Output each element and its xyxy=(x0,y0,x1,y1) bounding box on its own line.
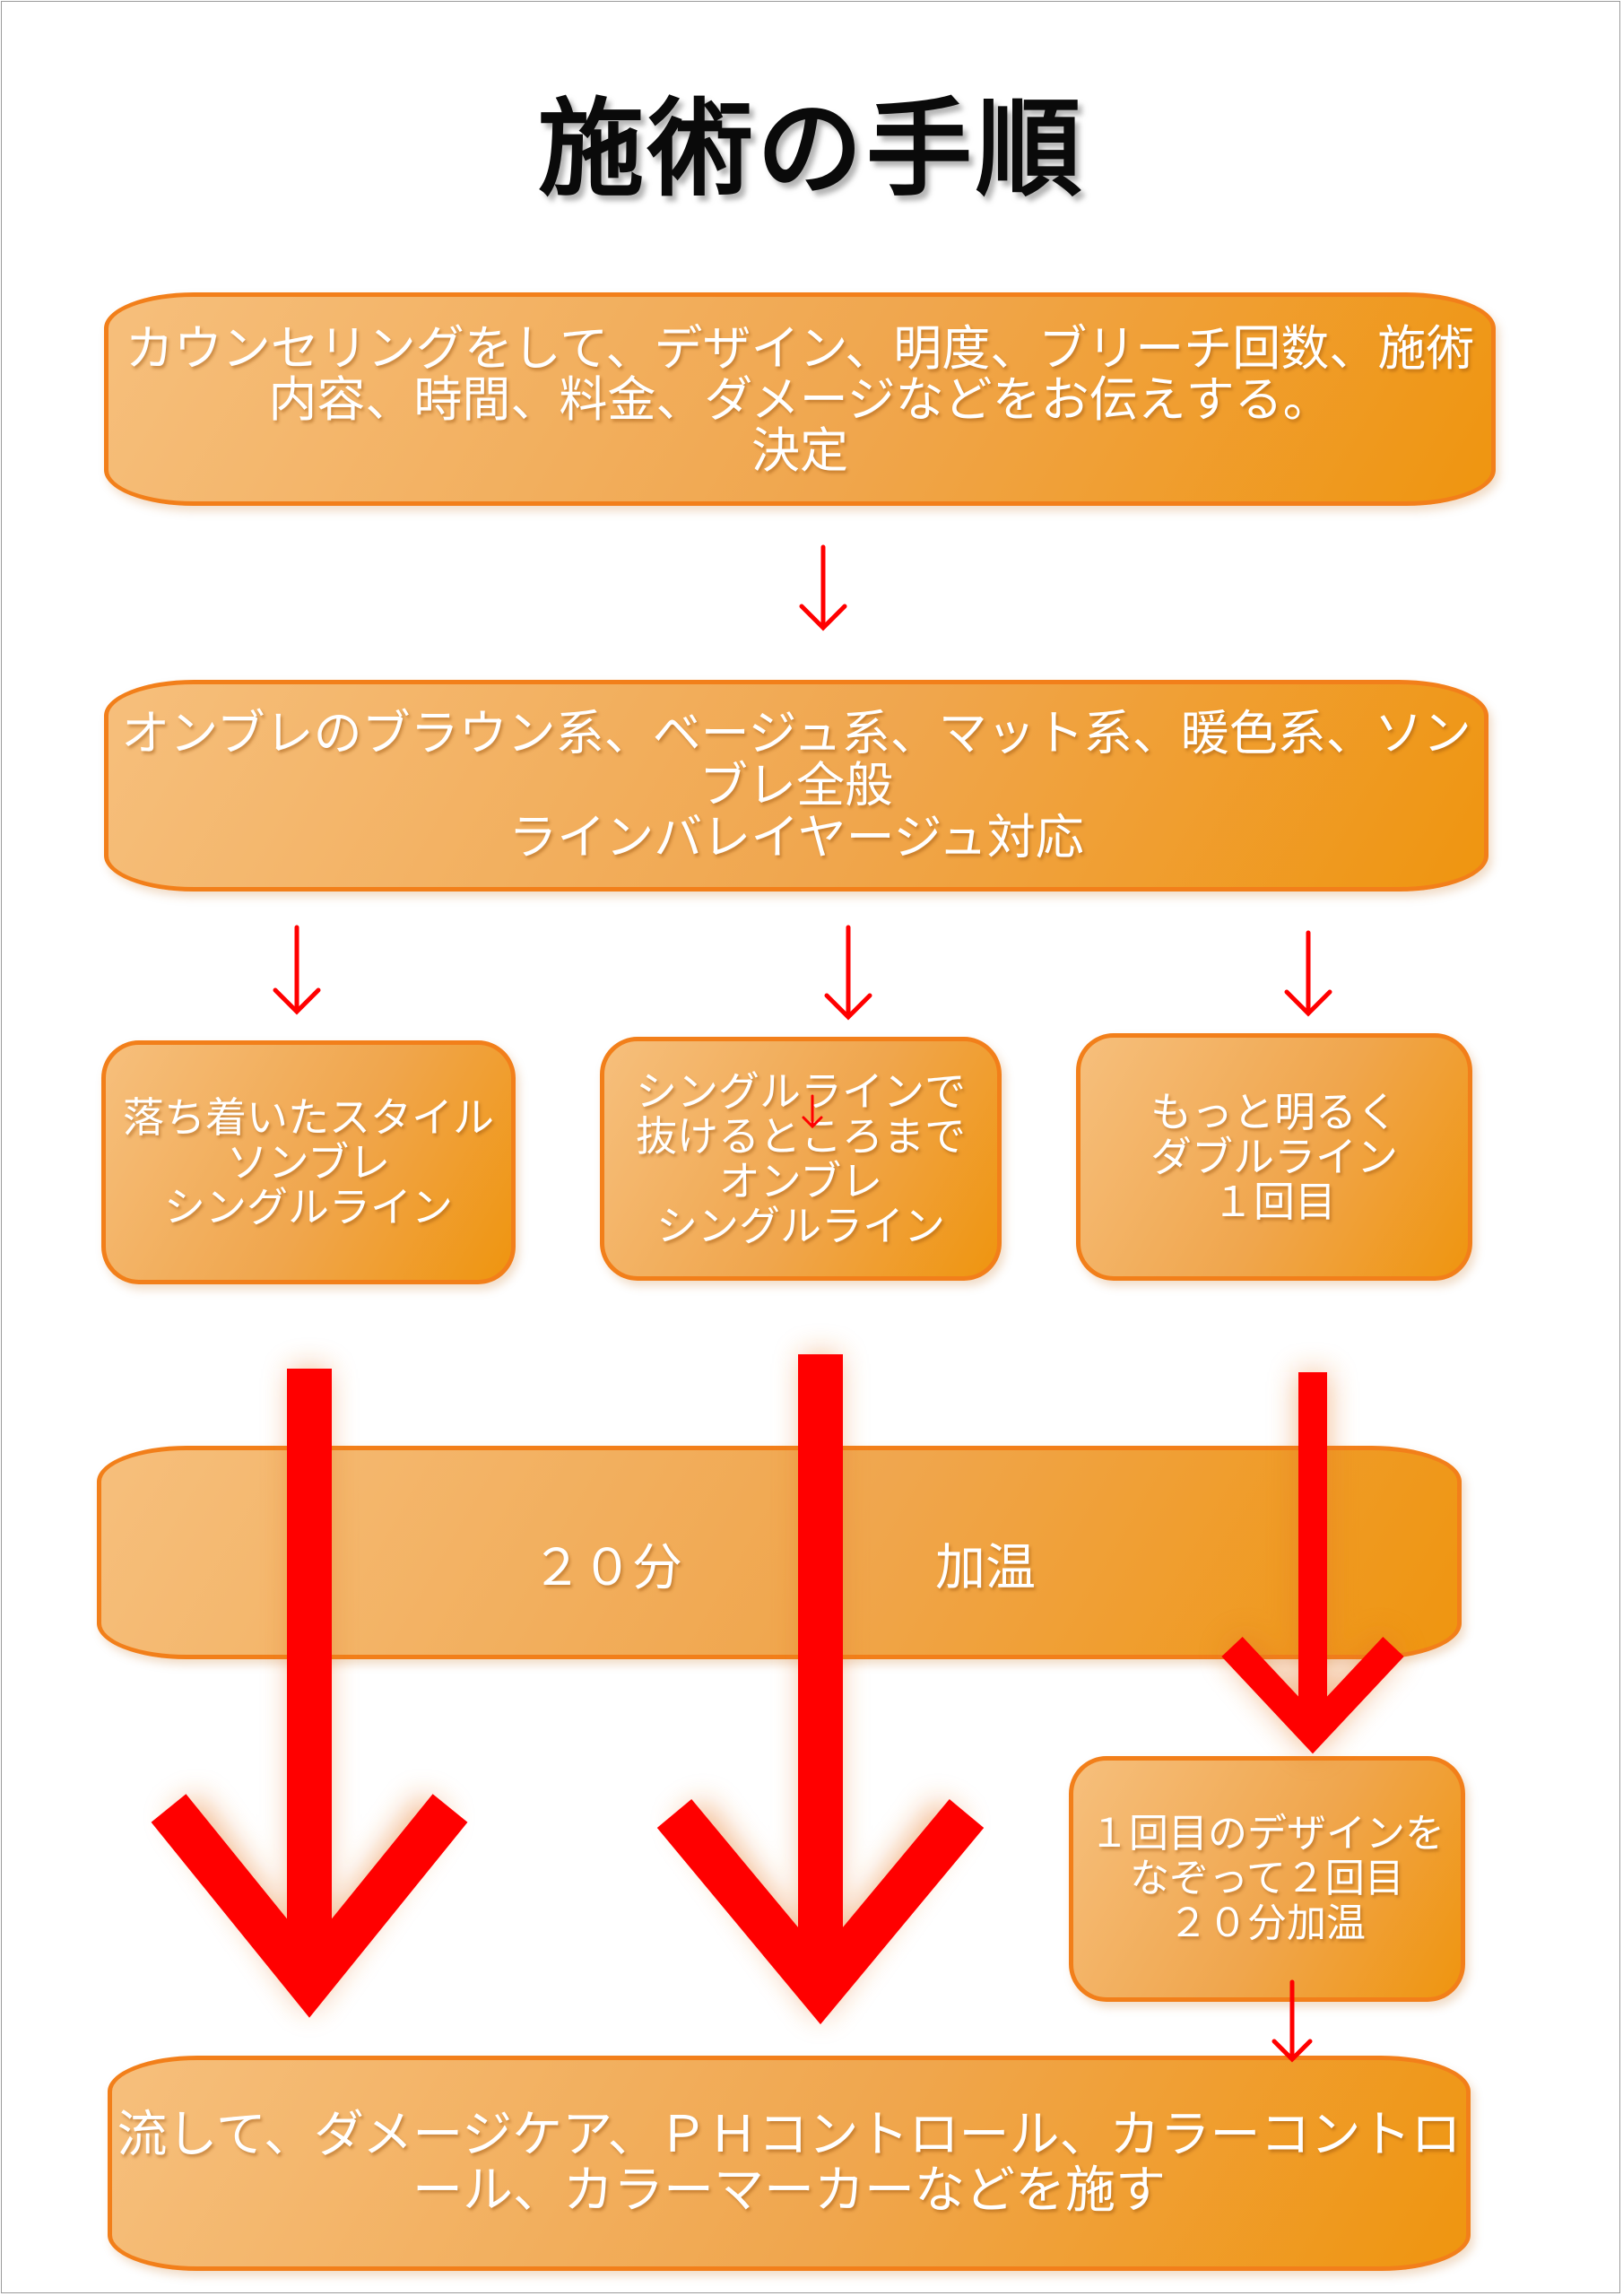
heating-time-label: ２０分 xyxy=(532,1539,682,1597)
arrow-down-icon xyxy=(824,925,872,1021)
page-title: 施術の手順 xyxy=(537,87,1085,211)
big-arrow-center-icon xyxy=(656,1354,985,2025)
step-counseling-box: カウンセリングをして、デザイン、明度、ブリーチ回数、施術 内容、時間、料金、ダメ… xyxy=(104,292,1496,506)
arrow-down-icon xyxy=(1284,930,1332,1017)
option-single-box: シングルラインで 抜けるところまで オンブレ シングルライン xyxy=(600,1037,1002,1281)
arrow-down-icon xyxy=(799,544,847,631)
arrow-down-icon xyxy=(273,925,321,1015)
step-menu-box: オンブレのブラウン系、ベージュ系、マット系、暖色系、ソン ブレ全般 ラインバレイ… xyxy=(104,680,1488,891)
big-arrow-right-icon xyxy=(1221,1372,1404,1754)
big-arrow-left-icon xyxy=(151,1369,468,2018)
option-calm-box: 落ち着いたスタイル ソンブレ シングルライン xyxy=(101,1040,516,1284)
arrow-down-icon xyxy=(1271,1979,1313,2063)
second-pass-box: １回目のデザインを なぞって２回目 ２０分加温 xyxy=(1069,1756,1465,2002)
option-brighter-box: もっと明るく ダブルライン １回目 xyxy=(1076,1033,1472,1281)
arrow-down-icon xyxy=(802,1094,823,1129)
finish-box: 流して、ダメージケア、ＰＨコントロール、カラーコントロ ール、カラーマーカーなど… xyxy=(108,2056,1471,2271)
heating-label: 加温 xyxy=(935,1539,1036,1597)
